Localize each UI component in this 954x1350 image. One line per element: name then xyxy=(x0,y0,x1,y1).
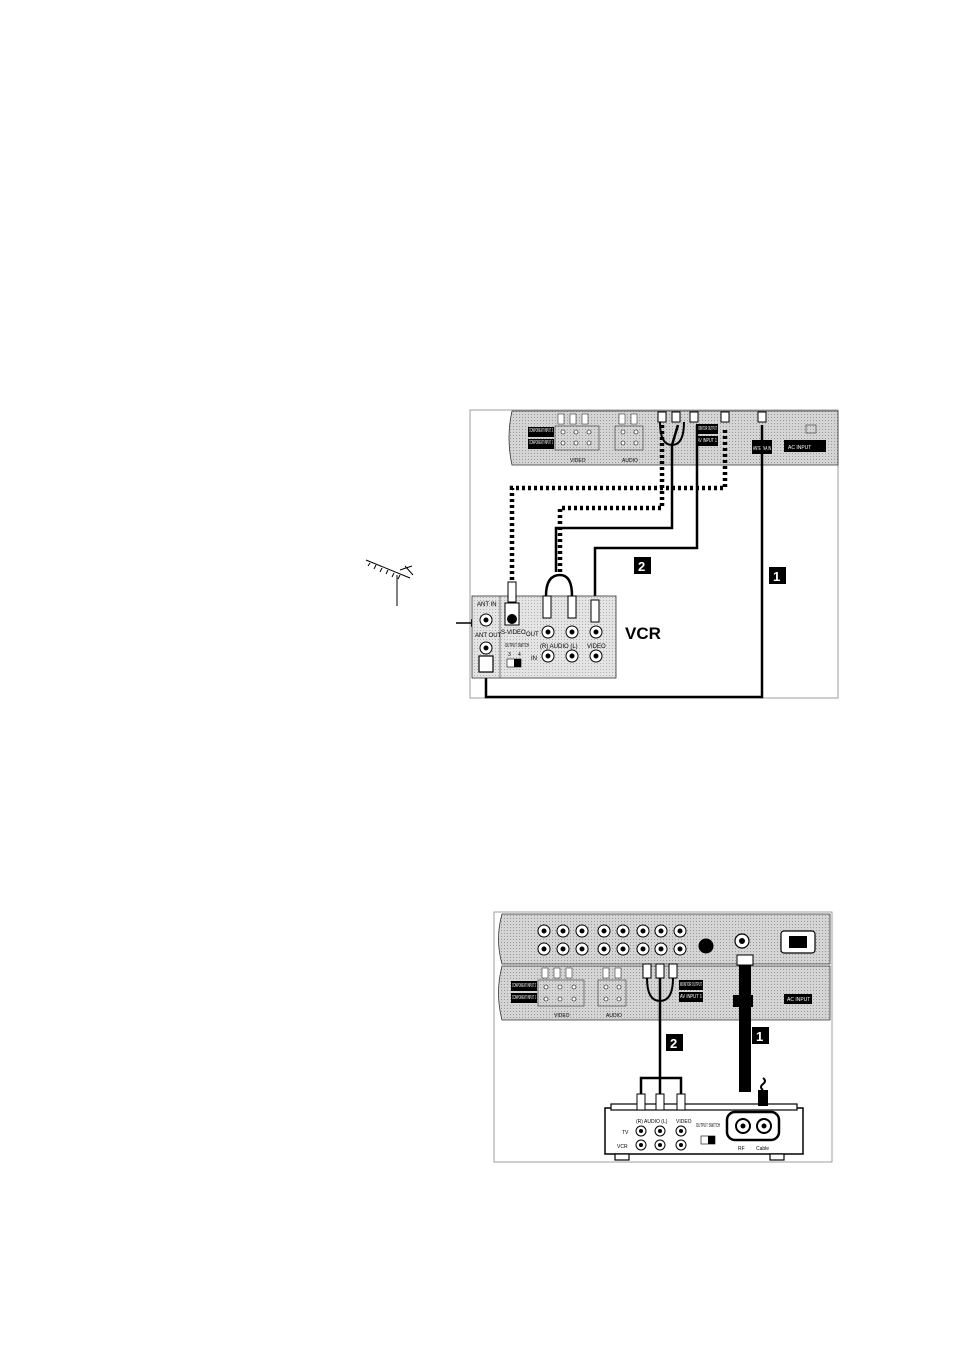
panel1-video-label: VIDEO xyxy=(570,458,586,464)
panel2-video-label: VIDEO xyxy=(554,1013,570,1019)
vcr-video-label: VIDEO xyxy=(587,644,606,650)
vcr-title: VCR xyxy=(625,624,661,643)
box-audio-label: (R) AUDIO (L) xyxy=(636,1119,668,1125)
panel2-component-input-1: COMPONENT INPUT 1 xyxy=(512,995,536,1001)
panel2-ac-input: AC INPUT xyxy=(787,997,810,1003)
cable-box: (R) AUDIO (L) VIDEO TV VCR OUTPUT SWITCH… xyxy=(604,1077,804,1161)
badge-1-label: 1 xyxy=(773,569,780,584)
badge-2-label: 2 xyxy=(638,559,645,574)
panel2-monitor-output: MONITOR OUTPUT xyxy=(680,982,702,988)
panel1-ac-input: AC INPUT xyxy=(788,445,811,451)
antenna-icon xyxy=(365,559,414,606)
panel2-audio-label: AUDIO xyxy=(606,1013,622,1019)
box-cable-label: Cable xyxy=(756,1146,769,1152)
panel1-component-input-2: COMPONENT INPUT 2 xyxy=(529,428,553,434)
tv-bottom-panel: COMPONENT INPUT 2 COMPONENT INPUT 1 VIDE… xyxy=(498,963,831,1021)
box-output-switch-label: OUTPUT SWITCH xyxy=(696,1123,720,1129)
panel1-audio-label: AUDIO xyxy=(622,458,638,464)
vcr-ant-in-label: ANT IN xyxy=(477,602,497,608)
vcr-unit: ANT IN ANT OUT S-VIDEO OUT (R) AUDIO xyxy=(471,581,661,679)
box-tv-label: TV xyxy=(622,1130,629,1136)
panel1-component-input-1: COMPONENT INPUT 1 xyxy=(529,440,553,446)
badge-1 xyxy=(769,567,786,584)
diagram-vcr-connection: COMPONENT INPUT 2 COMPONENT INPUT 1 VIDE… xyxy=(365,409,839,699)
panel2-av-input-1: AV INPUT 1 xyxy=(680,994,702,1000)
diagram-cable-box-connection: COMPONENT INPUT 2 COMPONENT INPUT 1 VIDE… xyxy=(493,911,833,1163)
badge-2 xyxy=(666,1034,683,1051)
vcr-s-video-label: S-VIDEO xyxy=(501,630,526,636)
vcr-output-switch-label: OUTPUT SWITCH xyxy=(505,643,529,649)
vcr-switch-4: 4 xyxy=(518,652,521,658)
badge-1 xyxy=(752,1027,769,1044)
vcr-ant-out-label: ANT OUT xyxy=(475,633,502,639)
vcr-in-label: IN xyxy=(531,656,537,662)
badge-2 xyxy=(634,557,651,574)
panel1-monitor-output: MONITOR OUTPUT xyxy=(697,426,717,432)
vcr-switch-3: 3 xyxy=(508,652,511,658)
diagram2-cables xyxy=(639,954,754,1094)
panel2-component-input-2: COMPONENT INPUT 2 xyxy=(512,983,536,989)
badge-2-label: 2 xyxy=(670,1036,677,1051)
tv-top-panel xyxy=(498,913,831,965)
box-rf-label: RF xyxy=(738,1146,745,1152)
diagram1-cables xyxy=(484,421,764,699)
badge-1-label: 1 xyxy=(756,1029,763,1044)
vcr-audio-label: (R) AUDIO (L) xyxy=(540,644,578,650)
panel1-av-input-1: AV INPUT 1 xyxy=(697,438,717,444)
vcr-out-label: OUT xyxy=(526,632,539,638)
box-video-label: VIDEO xyxy=(676,1119,692,1125)
box-vcr-label: VCR xyxy=(617,1144,628,1150)
